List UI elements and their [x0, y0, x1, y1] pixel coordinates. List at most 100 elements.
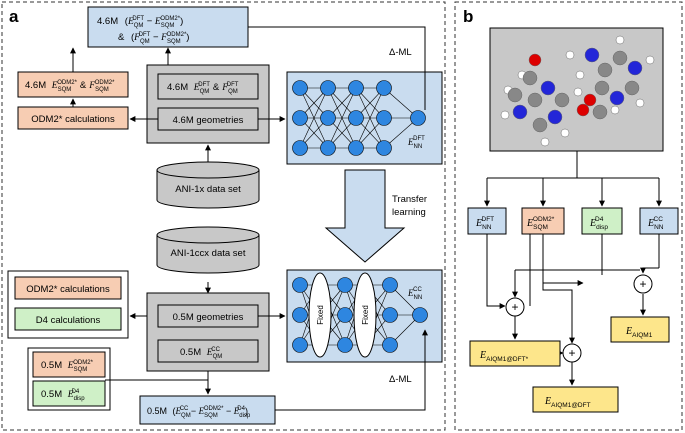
nn-node — [348, 110, 364, 126]
delta-ml-bottom: Δ-ML — [389, 374, 412, 385]
atom — [528, 53, 542, 67]
aiqm1-box — [610, 316, 670, 343]
aiqm1-dft-star-text: EAIQM1@DFT* — [479, 350, 529, 363]
atom — [532, 117, 548, 133]
atom — [584, 47, 600, 63]
nn-node — [376, 140, 392, 156]
atom — [609, 90, 625, 106]
d4-box — [14, 307, 122, 331]
nn-top-network — [292, 80, 426, 156]
atom — [522, 70, 538, 86]
sqm-small-text: 0.5M ESQMODM2* — [41, 360, 94, 373]
atom — [554, 92, 570, 108]
atom — [583, 93, 597, 107]
odm2-bottom-box — [14, 276, 122, 300]
molecule-illustration — [500, 35, 655, 147]
atom — [540, 137, 550, 147]
plus-node-3 — [562, 343, 582, 363]
atom — [540, 80, 556, 96]
nn-edge — [299, 87, 329, 149]
sqm-box-text: 4.6M ESQMODM2*&FSQMODM2* — [25, 80, 115, 93]
panel-a-label: a — [9, 7, 19, 26]
nn-edge — [327, 87, 357, 149]
nn-node — [337, 307, 353, 323]
top-delta-line1: 4.6M (EQMDFT − ESQMODM2*) — [97, 16, 183, 29]
atom — [507, 87, 523, 103]
nn-node — [348, 80, 364, 96]
atom — [592, 104, 608, 120]
delta-ml-top: Δ-ML — [389, 47, 412, 58]
odm2-top-label: ODM2* calculations — [31, 114, 115, 125]
nn-node — [382, 277, 398, 293]
nn-node — [292, 337, 308, 353]
d4-label: D4 calculations — [36, 315, 101, 326]
fixed-label: Fixed — [361, 305, 370, 325]
e-nn-dft: ENNDFT — [475, 216, 494, 231]
sqm-small-box — [32, 351, 106, 378]
plus-node-1-label: + — [511, 300, 518, 314]
transfer-arrow — [324, 169, 406, 263]
plus-node-2 — [633, 274, 653, 294]
top-delta-line2: & (FQMDFT − FSQMODM2*) — [118, 32, 189, 45]
nn-node — [320, 110, 336, 126]
plus-node-2-label: + — [639, 277, 646, 291]
atom — [615, 35, 625, 45]
atom — [597, 62, 613, 78]
nn-bottom-energy: ENNCC — [407, 287, 423, 301]
e-sqm: ESQMODM2* — [526, 216, 555, 231]
plus-node-3-label: + — [568, 346, 575, 360]
nn-node — [376, 80, 392, 96]
nn-node — [376, 110, 392, 126]
transfer-line1: Transfer — [392, 194, 427, 205]
fixed-label: Fixed — [316, 305, 325, 325]
atom — [500, 110, 510, 120]
nn-edge — [355, 87, 385, 149]
geom-bottom-label: 0.5M geometries — [173, 312, 244, 323]
aiqm1-dft-star-box — [469, 340, 561, 367]
atom — [627, 60, 643, 76]
dft-box — [157, 73, 259, 100]
ani1ccx-label: ANI-1ccx data set — [171, 248, 246, 259]
atom — [565, 50, 575, 60]
atom — [610, 105, 620, 115]
aiqm1-dft-box — [532, 386, 619, 413]
atom — [560, 128, 570, 138]
nn-node — [320, 140, 336, 156]
ani1ccx-cylinder — [156, 226, 260, 274]
nn-node — [292, 110, 308, 126]
disp-small-box — [32, 380, 106, 407]
top-delta-prefix: 4.6M — [97, 16, 118, 27]
disp-small-text: 0.5M EdispD4 — [41, 389, 85, 402]
panel-b-label: b — [463, 7, 473, 26]
dft-box-text: 4.6M EQMDFT&FQMDFT — [167, 82, 239, 95]
panel-a-frame — [1, 1, 446, 431]
top-delta-box — [87, 6, 249, 48]
atom — [576, 103, 590, 117]
nn-node — [320, 80, 336, 96]
atom — [635, 98, 645, 108]
nn-node — [292, 140, 308, 156]
nn-node — [348, 140, 364, 156]
fixed-layer — [308, 272, 332, 358]
e-nn-dft-box — [467, 207, 507, 235]
atom — [575, 70, 585, 80]
e-nn-cc: ENNCC — [647, 216, 664, 231]
nn-output-node — [412, 307, 428, 323]
panel-b-connectors — [484, 151, 662, 386]
geom-top-label: 4.6M geometries — [173, 115, 244, 126]
nn-node — [292, 80, 308, 96]
nn-node — [382, 337, 398, 353]
plus-node-1 — [505, 297, 525, 317]
panel-a-connectors — [70, 26, 428, 411]
atom — [645, 55, 655, 65]
atom — [624, 80, 640, 96]
e-disp-box — [581, 207, 623, 235]
atom — [594, 80, 610, 96]
atom — [612, 50, 628, 66]
aiqm1-dft-text: EAIQM1@DFT — [544, 396, 591, 409]
fixed-layer — [353, 272, 377, 358]
transfer-line2: learning — [392, 207, 426, 218]
e-nn-cc-box — [639, 207, 679, 235]
bottom-delta-box — [139, 395, 276, 425]
